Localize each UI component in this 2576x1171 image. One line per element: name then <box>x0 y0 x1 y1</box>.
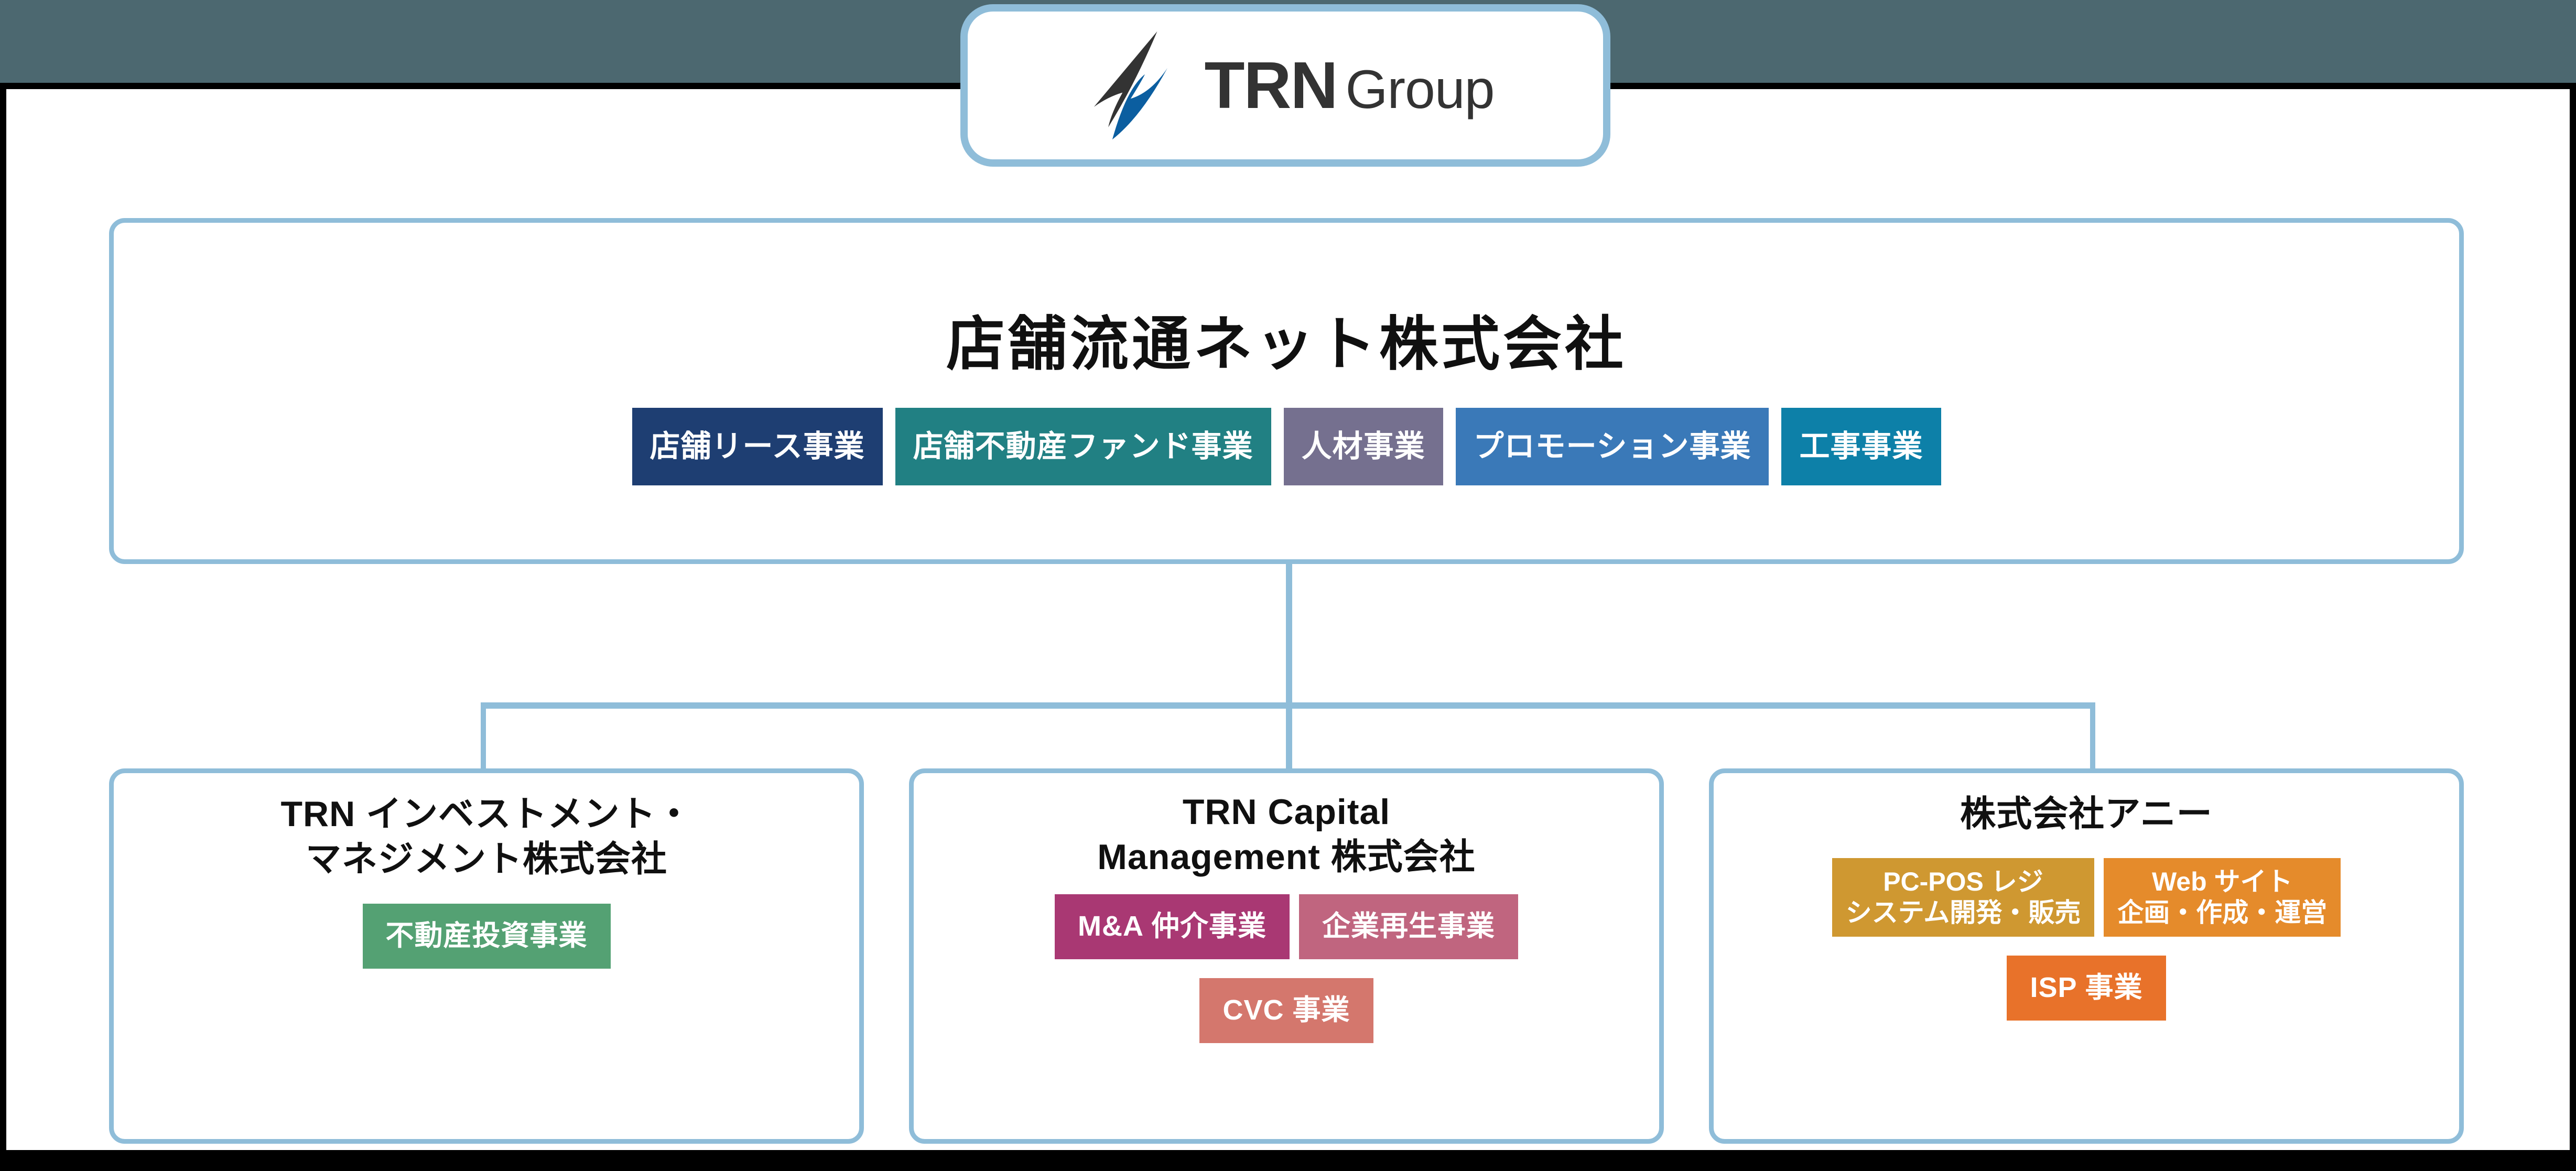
badge-construction[interactable]: 工事事業 <box>1781 408 1941 485</box>
logo-text-group: Group <box>1345 59 1495 120</box>
subsidiary-title-line2: Management 株式会社 <box>1097 837 1476 877</box>
badge-pc-pos-register[interactable]: PC-POS レジ システム開発・販売 <box>1832 858 2095 937</box>
chart-body: 店舗流通ネット株式会社 店舗リース事業 店舗不動産ファンド事業 人材事業 プロモ… <box>6 83 2570 1150</box>
badge-line1: PC-POS レジ <box>1883 866 2043 896</box>
badge-realestate-investment[interactable]: 不動産投資事業 <box>362 904 611 969</box>
badge-cvc[interactable]: CVC 事業 <box>1199 978 1373 1044</box>
trn-group-logo-badge: TRN Group <box>960 4 1610 167</box>
badge-line2: システム開発・販売 <box>1845 897 2081 927</box>
subsidiary-card-trn-investment-management: TRN インベストメント・ マネジメント株式会社 不動産投資事業 <box>109 768 864 1144</box>
subsidiary-badges: PC-POS レジ システム開発・販売 Web サイト 企画・作成・運営 ISP… <box>1729 858 2443 1021</box>
connector-drop-center <box>1286 702 1292 772</box>
subsidiary-title: TRN インベストメント・ マネジメント株式会社 <box>280 792 692 882</box>
connector-drop-right <box>2090 702 2095 772</box>
subsidiary-title-line1: TRN Capital <box>1182 792 1391 832</box>
subsidiary-row: TRN インベストメント・ マネジメント株式会社 不動産投資事業 TRN Cap… <box>109 768 2464 1144</box>
parent-company-card: 店舗流通ネット株式会社 店舗リース事業 店舗不動産ファンド事業 人材事業 プロモ… <box>109 218 2464 564</box>
parent-company-title: 店舗流通ネット株式会社 <box>946 311 1627 377</box>
trn-arrow-logo-icon <box>1094 31 1167 140</box>
badge-line1: Web サイト <box>2151 866 2293 896</box>
subsidiary-badges: M&A 仲介事業 企業再生事業 CVC 事業 <box>929 894 1643 1044</box>
badge-isp[interactable]: ISP 事業 <box>2007 955 2166 1021</box>
subsidiary-card-annie: 株式会社アニー PC-POS レジ システム開発・販売 Web サイト 企画・作… <box>1709 768 2464 1144</box>
badge-store-lease[interactable]: 店舗リース事業 <box>632 408 883 485</box>
logo-text-trn: TRN <box>1204 48 1338 122</box>
subsidiary-title: 株式会社アニー <box>1960 792 2213 837</box>
subsidiary-title: TRN Capital Management 株式会社 <box>1097 790 1476 880</box>
subsidiary-title-line1: 株式会社アニー <box>1960 794 2213 834</box>
badge-promotion[interactable]: プロモーション事業 <box>1455 408 1769 485</box>
badge-store-realestate-fund[interactable]: 店舗不動産ファンド事業 <box>895 408 1271 485</box>
subsidiary-title-line2: マネジメント株式会社 <box>305 839 667 879</box>
parent-business-badges: 店舗リース事業 店舗不動産ファンド事業 人材事業 プロモーション事業 工事事業 <box>632 408 1941 485</box>
connector-drop-left <box>481 702 486 772</box>
subsidiary-card-trn-capital-management: TRN Capital Management 株式会社 M&A 仲介事業 企業再… <box>909 768 1664 1144</box>
subsidiary-title-line1: TRN インベストメント・ <box>280 794 692 834</box>
badge-line2: 企画・作成・運営 <box>2117 897 2328 927</box>
badge-human-resources[interactable]: 人材事業 <box>1283 408 1443 485</box>
trn-group-wordmark: TRN Group <box>1205 52 1495 118</box>
badge-corporate-revitalization[interactable]: 企業再生事業 <box>1298 894 1518 960</box>
connector-parent-stem <box>1286 564 1292 706</box>
badge-web-site[interactable]: Web サイト 企画・作成・運営 <box>2104 858 2341 937</box>
subsidiary-badges: 不動産投資事業 <box>129 904 843 969</box>
badge-ma-brokerage[interactable]: M&A 仲介事業 <box>1055 894 1290 960</box>
